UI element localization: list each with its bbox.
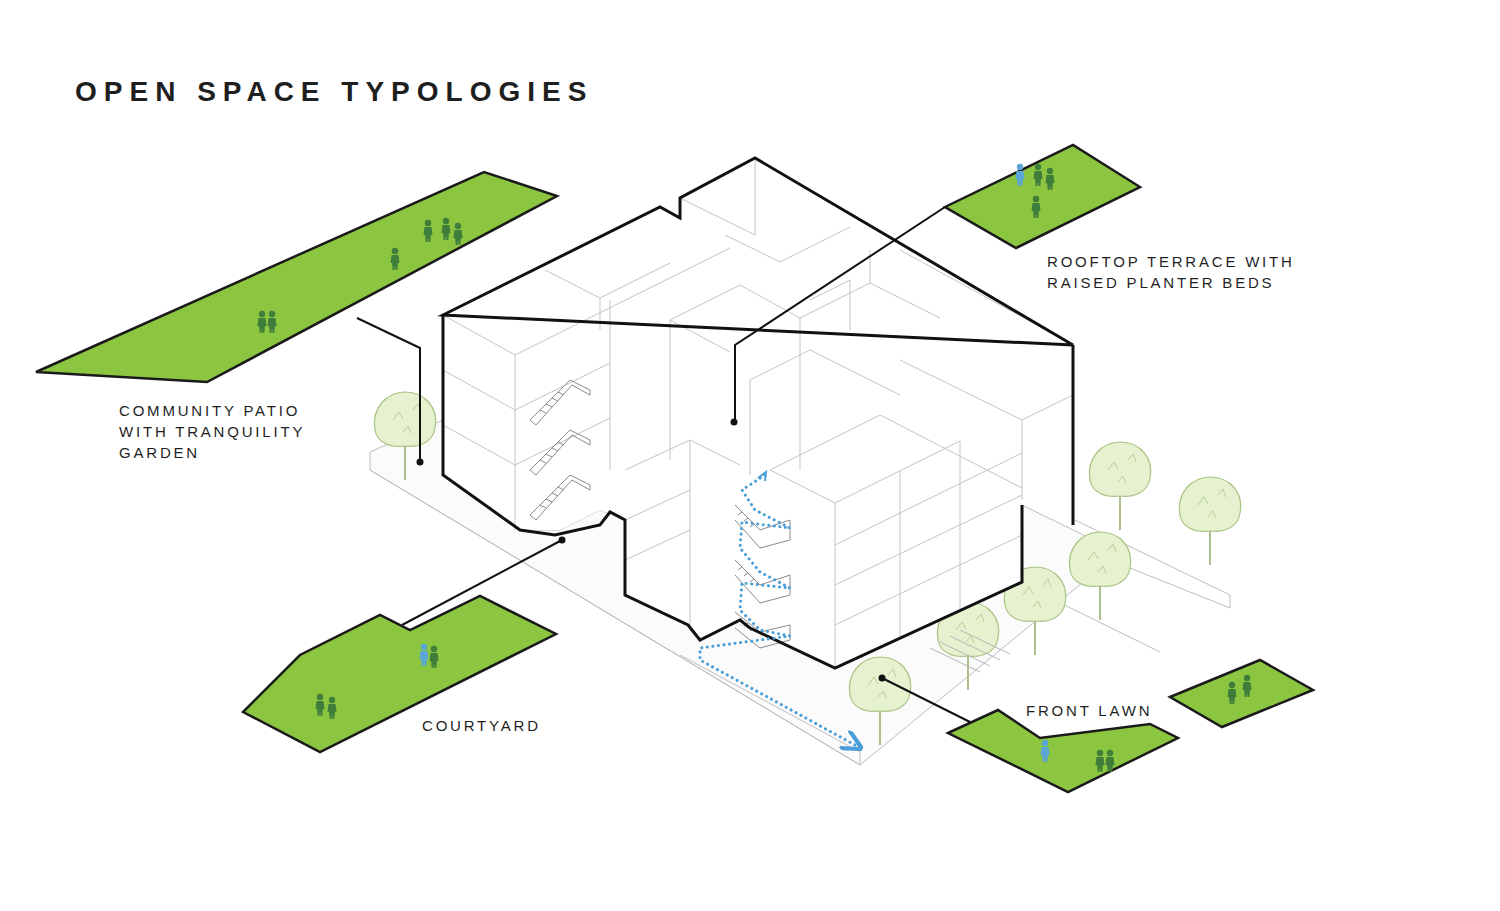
callout-label: COMMUNITY PATIO WITH TRANQUILITY GARDEN [119, 400, 324, 463]
building [443, 158, 1073, 668]
tree [1089, 442, 1150, 530]
callout-label-box: COMMUNITY PATIO WITH TRANQUILITY GARDEN [119, 400, 324, 463]
front-lawn-panel [948, 710, 1178, 792]
tree [1069, 532, 1130, 620]
callout-label: ROOFTOP TERRACE WITH RAISED PLANTER BEDS [1047, 251, 1347, 293]
courtyard-panel [243, 596, 556, 752]
callout-label-box: COURTYARD [422, 715, 541, 736]
pergola [930, 630, 1010, 672]
callout-label-box: FRONT LAWN [1026, 700, 1152, 721]
leader-lines [357, 207, 970, 722]
open-space-panels [36, 145, 1313, 792]
leader-dots [417, 419, 886, 682]
circulation-path [700, 472, 855, 745]
people [420, 164, 1050, 762]
community-patio-panel [36, 172, 557, 382]
stair [735, 505, 790, 648]
callout-label: COURTYARD [422, 715, 541, 736]
stair [530, 380, 590, 520]
tree [849, 657, 910, 745]
tree [1179, 477, 1240, 565]
callout-label-box: ROOFTOP TERRACE WITH RAISED PLANTER BEDS [1047, 251, 1347, 293]
diagram-title: OPEN SPACE TYPOLOGIES [75, 74, 593, 110]
tree [374, 392, 435, 480]
callout-label: FRONT LAWN [1026, 700, 1152, 721]
rooftop-panel [945, 145, 1140, 248]
front-lawn-panel [1170, 660, 1313, 727]
diagram-title-box: OPEN SPACE TYPOLOGIES [75, 74, 593, 110]
